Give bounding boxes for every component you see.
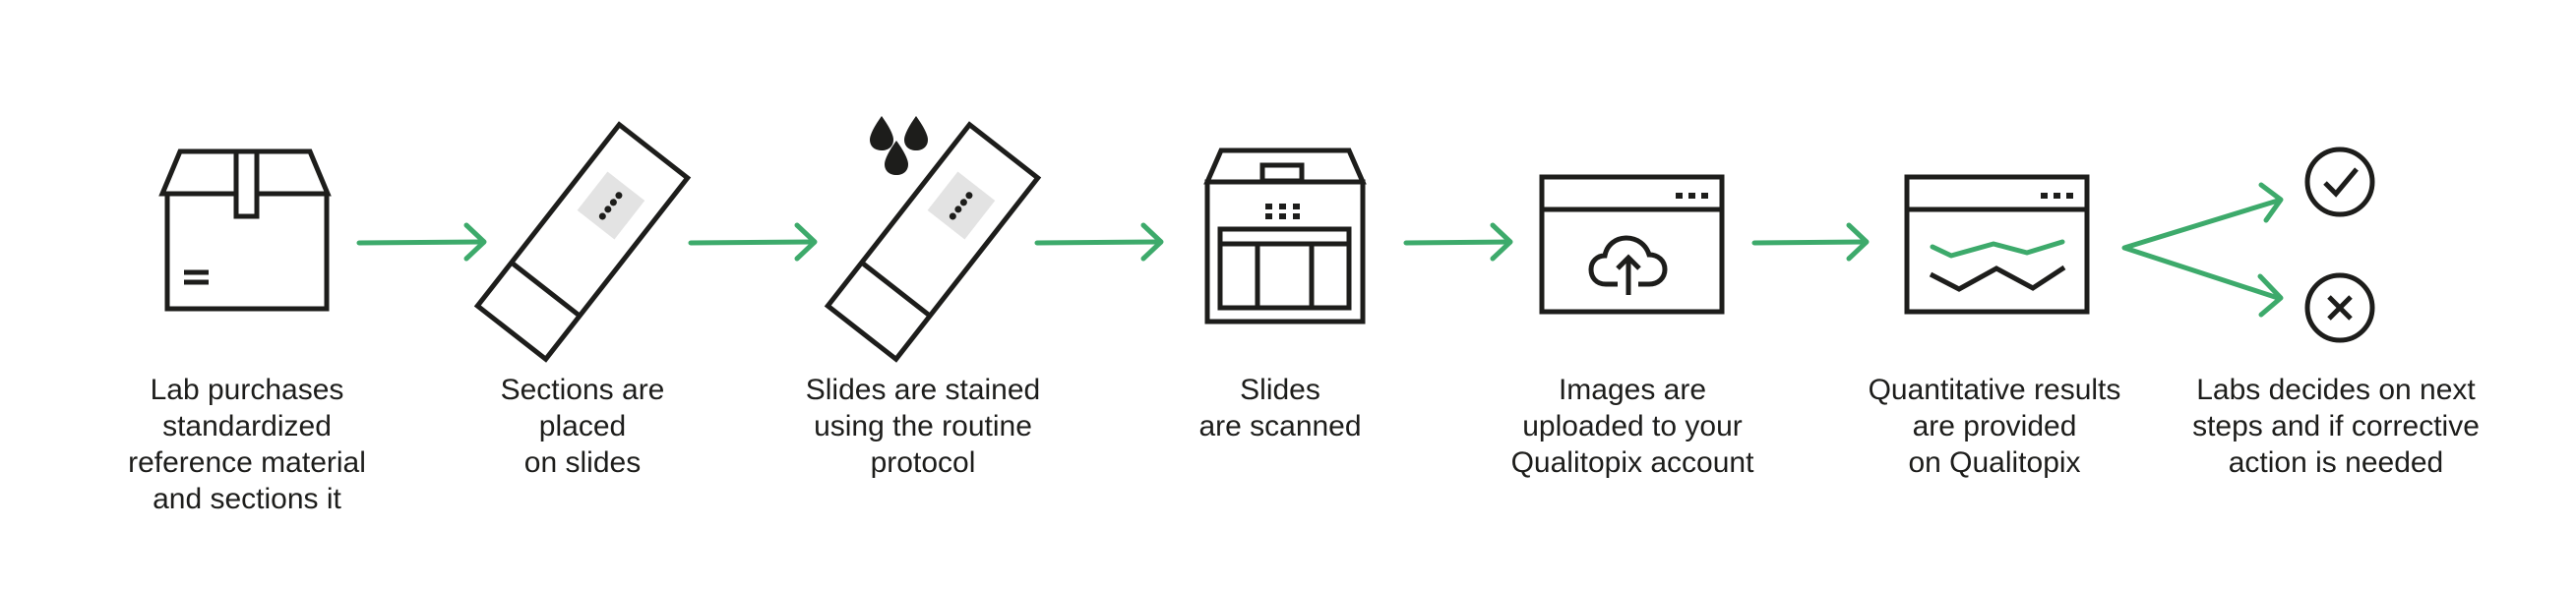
check-icon xyxy=(2304,147,2375,217)
step-3-label: Slides are stained using the routine pro… xyxy=(756,372,1090,481)
label-line: standardized xyxy=(162,410,332,442)
step-1-label: Lab purchases standardized reference mat… xyxy=(80,372,414,517)
arrow-2 xyxy=(688,222,818,262)
cross-icon xyxy=(2304,272,2375,343)
arrow-5 xyxy=(1751,222,1870,262)
cloud-upload-window-icon xyxy=(1539,174,1725,315)
label-line: steps and if corrective xyxy=(2192,410,2480,442)
arrow-3 xyxy=(1034,222,1164,262)
split-arrows xyxy=(2121,182,2284,318)
label-line: action is needed xyxy=(2228,446,2444,479)
label-line: reference material xyxy=(128,446,366,479)
label-line: on slides xyxy=(523,446,642,479)
label-line: Slides xyxy=(1240,374,1320,406)
label-line: on Qualitopix xyxy=(1908,446,2081,479)
cloud-upload-icon xyxy=(1588,235,1668,295)
results-window-icon xyxy=(1904,174,2090,315)
drop-icon xyxy=(870,116,928,175)
label-line: Labs decides on next xyxy=(2196,374,2476,406)
label-line: Sections are xyxy=(500,374,665,406)
label-line: placed xyxy=(538,410,627,442)
label-line: are scanned xyxy=(1198,410,1362,442)
stained-slide-icon xyxy=(824,116,1042,363)
step-6-label: Quantitative results are provided on Qua… xyxy=(1827,372,2162,481)
step-7-label: Labs decides on next steps and if correc… xyxy=(2169,372,2503,481)
label-line: and sections it xyxy=(153,483,341,515)
label-line: Slides are stained xyxy=(805,374,1041,406)
step-2-label: Sections are placed on slides xyxy=(415,372,750,481)
arrow-4 xyxy=(1403,222,1513,262)
scanner-icon xyxy=(1203,147,1367,324)
slide-icon xyxy=(473,121,692,363)
label-line: Quantitative results xyxy=(1868,374,2121,406)
step-4-label: Slides are scanned xyxy=(1113,372,1447,444)
label-line: using the routine xyxy=(814,410,1032,442)
check-and-cross-icon xyxy=(2304,147,2375,343)
box-icon xyxy=(158,148,332,312)
label-line: are provided xyxy=(1912,410,2077,442)
label-line: Lab purchases xyxy=(150,374,344,406)
step-5-label: Images are uploaded to your Qualitopix a… xyxy=(1465,372,1800,481)
label-line: uploaded to your xyxy=(1522,410,1743,442)
label-line: Qualitopix account xyxy=(1510,446,1754,479)
label-line: Images are xyxy=(1558,374,1707,406)
label-line: protocol xyxy=(870,446,976,479)
arrow-1 xyxy=(356,222,487,262)
